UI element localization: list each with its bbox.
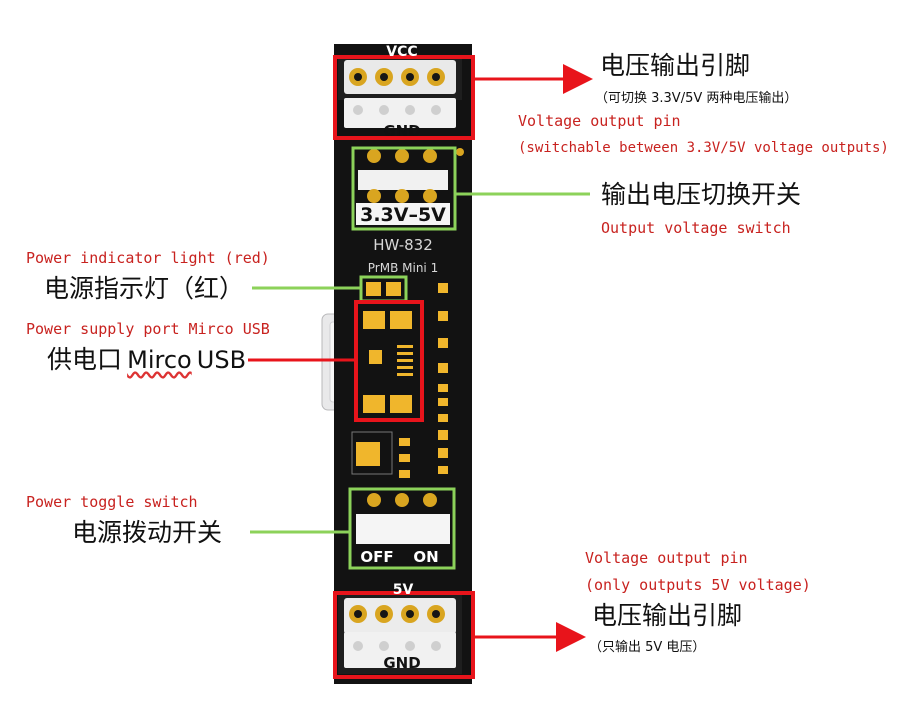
bottom-header: [338, 594, 462, 674]
silk-5v: 5V: [393, 582, 414, 598]
usb-port-en: Power supply port Mirco USB: [26, 320, 270, 338]
top-pins-cn-note: （可切换 3.3V/5V 两种电压输出）: [595, 91, 798, 106]
silk-switch-label: 3.3V–5V: [360, 204, 446, 226]
smd-components: [356, 283, 448, 478]
silk-name: PrMB Mini 1: [368, 261, 438, 275]
usb-port-cn-suffix: USB: [196, 346, 247, 374]
power-toggle-switch: [356, 493, 450, 544]
bottom-pins-cn-note: （只输出 5V 电压）: [589, 640, 706, 655]
usb-port-cn: 供电口: [47, 345, 123, 374]
regulator-outline: [351, 431, 393, 475]
top-header-gnd-row: [344, 98, 456, 128]
usb-port-cn-word: Mirco: [127, 346, 192, 374]
power-switch-cn: 电源拨动开关: [72, 518, 223, 547]
bottom-pins-en-title: Voltage output pin: [585, 549, 748, 567]
bottom-pins-cn-title: 电压输出引脚: [592, 601, 743, 630]
power-switch-en: Power toggle switch: [26, 493, 198, 511]
silk-model: HW-832: [373, 236, 433, 254]
silk-on: ON: [413, 548, 438, 566]
silk-vcc: VCC: [386, 44, 417, 60]
power-led: [366, 282, 401, 296]
voltage-switch-en: Output voltage switch: [601, 219, 791, 237]
top-pins-cn-title: 电压输出引脚: [600, 51, 751, 80]
voltage-switch-cn: 输出电压切换开关: [601, 180, 802, 209]
power-switch-highlight: [348, 487, 456, 570]
top-pins-highlight: [333, 55, 475, 140]
usb-port-cn-label: 供电口 Mirco USB: [47, 347, 246, 372]
silk-gnd-bottom: GND: [383, 654, 420, 672]
bottom-pins-highlight: [333, 591, 475, 679]
voltage-switch-highlight: [351, 146, 457, 231]
silk-gnd-top: GND: [383, 122, 420, 140]
bottom-pins-en-note: (only outputs 5V voltage): [585, 576, 811, 594]
top-pins-en-title: Voltage output pin: [518, 112, 681, 130]
top-pins-en-note: (switchable between 3.3V/5V voltage outp…: [518, 140, 889, 156]
silk-off: OFF: [360, 548, 393, 566]
voltage-selector-switch: [356, 149, 450, 225]
usb-pads: [363, 311, 413, 413]
power-led-en: Power indicator light (red): [26, 249, 270, 267]
mounting-dot: [456, 148, 464, 156]
power-led-cn: 电源指示灯（红）: [44, 274, 245, 303]
top-header-vcc-row: [338, 56, 462, 100]
